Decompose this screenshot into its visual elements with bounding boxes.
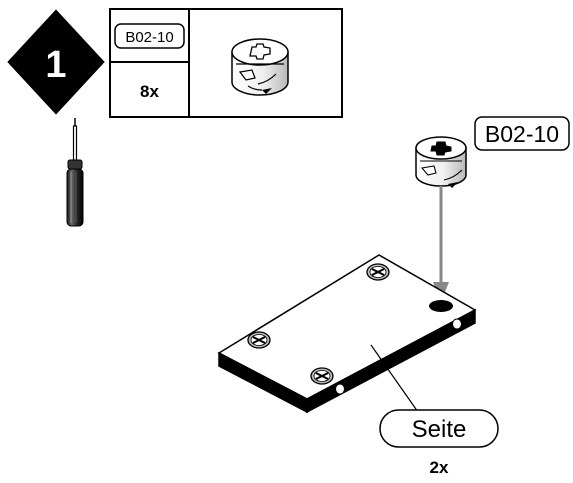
callout-tag: B02-10 (474, 116, 570, 151)
part-code-tag (114, 23, 185, 49)
screw-icon (310, 367, 334, 385)
screw-icon (247, 331, 271, 349)
cam-lock-fastener (415, 136, 467, 188)
parts-box: B02-10 8x (109, 8, 343, 118)
panel-label: Seite 2x (379, 409, 499, 477)
edge-hole (452, 318, 462, 330)
cam-lock-icon (231, 38, 289, 96)
side-panel (217, 254, 477, 414)
insert-arrow (433, 186, 449, 302)
panel-name: Seite (412, 416, 467, 443)
step-badge: 1 (4, 6, 108, 118)
edge-hole (335, 383, 345, 395)
screwdriver-icon (66, 118, 84, 227)
part-quantity: 8x (140, 82, 159, 101)
screw-icon (366, 263, 390, 281)
step-number: 1 (45, 44, 66, 86)
part-code: B02-10 (125, 29, 173, 46)
callout-code: B02-10 (485, 121, 559, 147)
panel-quantity: 2x (430, 458, 449, 477)
drill-hole (429, 300, 453, 312)
leader-line (370, 344, 419, 413)
